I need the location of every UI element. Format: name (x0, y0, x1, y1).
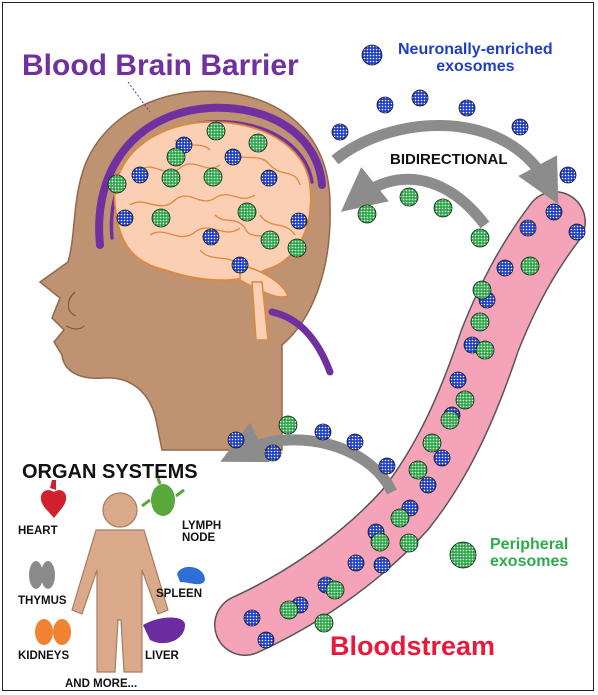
peripheral-exosome-icon (400, 188, 418, 206)
neuronal-exosome-icon (332, 124, 348, 140)
peripheral-exosome-icon (249, 134, 267, 152)
peripheral-exosome-icon (162, 169, 180, 187)
neuronal-exosome-icon (315, 424, 331, 440)
peripheral-exosome-icon (261, 231, 279, 249)
peripheral-legend-label: Peripheral exosomes (490, 537, 568, 571)
peripheral-exosome-icon (434, 199, 452, 217)
neuronal-exosome-icon (203, 229, 219, 245)
spleen-icon (177, 567, 205, 584)
peripheral-exosome-legend-icon (450, 542, 476, 568)
peripheral-exosome-icon (521, 257, 539, 275)
lymph-node-icon (142, 478, 184, 516)
peripheral-exosome-icon (409, 461, 427, 479)
neuronal-exosome-icon (450, 372, 466, 388)
neuronal-legend-label: Neuronally-enriched exosomes (398, 42, 553, 76)
peripheral-exosome-icon (204, 168, 222, 186)
bidirectional-label: BIDIRECTIONAL (390, 152, 508, 168)
arrow-blood-to-brain (358, 179, 485, 225)
neuronal-exosome-icon (434, 450, 450, 466)
neuronal-exosome-icon (497, 260, 513, 276)
thymus-label: THYMUS (18, 595, 67, 607)
peripheral-exosome-icon (326, 581, 344, 599)
neuronal-exosome-icon (459, 100, 475, 116)
peripheral-exosome-icon (280, 601, 298, 619)
and-more-label: AND MORE... (65, 678, 137, 690)
neuronal-exosome-icon (265, 445, 281, 461)
peripheral-exosome-icon (288, 239, 306, 257)
peripheral-exosome-icon (207, 122, 225, 140)
neuronal-exosome-icon (374, 557, 390, 573)
peripheral-exosome-icon (152, 209, 170, 227)
neuronal-exosome-icon (228, 432, 244, 448)
peripheral-exosome-icon (238, 203, 256, 221)
neuronal-exosome-icon (512, 119, 528, 135)
peripheral-exosome-icon (108, 175, 126, 193)
neuronal-exosome-icon (261, 170, 277, 186)
neuronal-exosome-icon (117, 210, 133, 226)
neuronal-exosome-icon (560, 167, 576, 183)
neuronal-exosome-icon (546, 204, 562, 220)
lymph-label-line1: LYMPH (182, 520, 221, 532)
neuronal-exosome-icon (348, 555, 364, 571)
kidneys-icon (35, 619, 71, 645)
peripheral-legend-line1: Peripheral (490, 537, 568, 554)
peripheral-exosome-icon (371, 533, 389, 551)
peripheral-exosome-icon (441, 411, 459, 429)
neuronal-exosome-icon (244, 610, 260, 626)
peripheral-exosome-icon (471, 229, 489, 247)
kidneys-label: KIDNEYS (18, 650, 69, 662)
peripheral-legend-line2: exosomes (490, 554, 568, 571)
neuronal-exosome-legend-icon (362, 45, 382, 65)
organ-systems-heading: ORGAN SYSTEMS (22, 462, 198, 483)
neuronal-exosome-icon (569, 224, 585, 240)
heart-icon (41, 480, 66, 518)
neuronal-exosome-icon (520, 220, 536, 236)
peripheral-exosome-icon (476, 341, 494, 359)
thymus-icon (29, 561, 55, 589)
spleen-label: SPLEEN (156, 588, 202, 600)
human-body-icon (72, 493, 168, 672)
neuronal-exosome-icon (377, 97, 393, 113)
neuronal-exosome-icon (347, 434, 363, 450)
arrow-blood-to-organs (240, 440, 392, 492)
neuronal-exosome-icon (291, 213, 307, 229)
neuronal-exosome-icon (232, 257, 248, 273)
peripheral-exosome-icon (423, 434, 441, 452)
neuronal-exosome-icon (225, 149, 241, 165)
neuronal-legend-line2: exosomes (398, 59, 553, 76)
neuronal-legend-line1: Neuronally-enriched (398, 42, 553, 59)
peripheral-exosome-icon (167, 148, 185, 166)
liver-icon (143, 618, 185, 644)
peripheral-exosome-icon (279, 416, 297, 434)
lymph-node-label: LYMPH NODE (182, 520, 221, 544)
peripheral-exosome-icon (358, 205, 376, 223)
liver-label: LIVER (145, 650, 179, 662)
peripheral-exosome-icon (473, 281, 491, 299)
peripheral-exosome-icon (315, 614, 333, 632)
peripheral-exosome-icon (391, 509, 409, 527)
neuronal-exosome-icon (379, 458, 395, 474)
peripheral-exosome-icon (456, 391, 474, 409)
neuronal-exosome-icon (420, 477, 436, 493)
neuronal-exosome-icon (258, 632, 274, 648)
peripheral-exosome-icon (471, 313, 489, 331)
bloodstream-label: Bloodstream (330, 632, 495, 660)
lymph-label-line2: NODE (182, 532, 221, 544)
neuronal-exosome-icon (412, 90, 428, 106)
page-title: Blood Brain Barrier (22, 50, 299, 82)
peripheral-exosome-icon (400, 534, 418, 552)
heart-label: HEART (18, 525, 58, 537)
neuronal-exosome-icon (132, 167, 148, 183)
